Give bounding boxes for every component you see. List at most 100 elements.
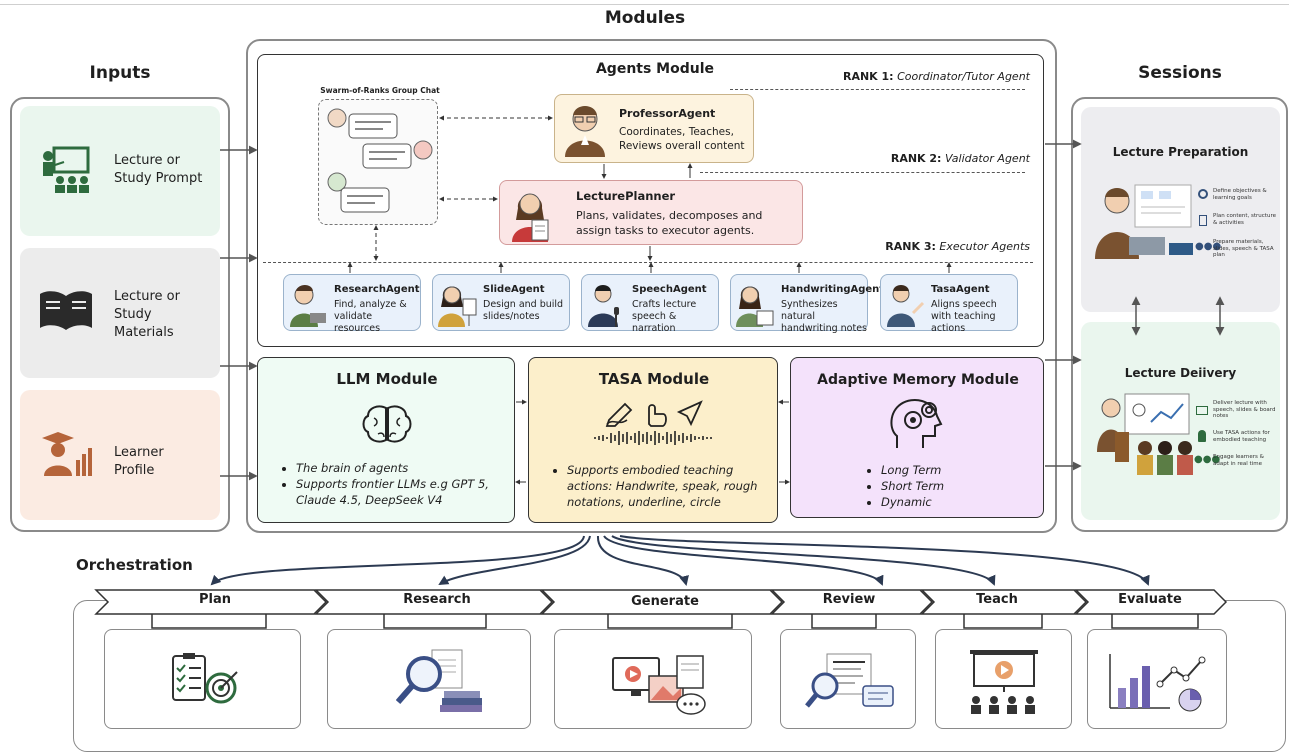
tasa-bullet-1: Supports embodied teaching actions: Hand…	[567, 462, 781, 510]
review-box	[780, 629, 916, 729]
screen-icon	[1196, 406, 1208, 415]
research-agent-card: ResearchAgent Find, analyze & validate r…	[283, 274, 421, 334]
speech-agent-card: SpeechAgent Crafts lecture speech & narr…	[581, 274, 719, 334]
input-prompt-card: Lecture or Study Prompt	[20, 106, 220, 236]
orchestration-steps-banner	[94, 589, 1228, 615]
presentation-audience-icon	[970, 650, 1038, 714]
step-connectors	[151, 614, 1199, 629]
slide-agent-card: SlideAgent Design and build slides/notes	[432, 274, 570, 331]
rank-2-line	[700, 172, 1025, 173]
magnifier-books-icon	[396, 649, 482, 712]
tasa-bullets: Supports embodied teaching actions: Hand…	[551, 462, 781, 510]
delivery-item-2: Use TASA actions for embodied teaching	[1213, 430, 1270, 443]
teach-step-arrow	[920, 589, 1088, 615]
curve-to-research	[438, 535, 591, 586]
agents-module-title: Agents Module	[595, 61, 715, 77]
slide-agent-name: SlideAgent	[483, 284, 545, 295]
lecture-delivery-card: Lecture Deiivery Deliver lecture with sp…	[1081, 322, 1280, 520]
memory-bullet-1: Long Term	[881, 462, 1031, 478]
lecture-planner-name: LecturePlanner	[576, 189, 676, 203]
inputs-container	[10, 97, 230, 532]
research-agent-name: ResearchAgent	[334, 284, 420, 295]
research-agent-avatar-icon	[290, 285, 326, 327]
rank-1-line	[730, 89, 1025, 90]
handwriting-agent-card: HandwritingAgent Synthesizes natural han…	[730, 274, 884, 334]
rank-2-label: RANK 2: Validator Agent	[890, 152, 1030, 165]
tasa-module: TASA Module Supports embodied teaching a…	[528, 357, 778, 523]
target-icon	[1198, 189, 1208, 199]
professor-agent-card: ProfessorAgent Coordinates, Teaches, Rev…	[554, 94, 754, 163]
professor-agent-name: ProfessorAgent	[619, 107, 716, 120]
generate-box	[554, 629, 752, 729]
delivery-item-3: Engage learners & adapt in real time	[1213, 454, 1264, 467]
step-review-label: Review	[822, 592, 876, 607]
step-plan-label: Plan	[198, 592, 231, 607]
memory-module: Adaptive Memory Module Long Term Short T…	[790, 357, 1044, 518]
modules-header: Modules	[604, 8, 686, 28]
lecture-preparation-card: Lecture Preparation Define objectives & …	[1081, 107, 1280, 312]
tasa-agent-name: TasaAgent	[931, 284, 990, 295]
analytics-icon	[1109, 654, 1206, 712]
lecture-delivery-title: Lecture Deiivery	[1124, 366, 1237, 380]
people-icon: ●●●	[1195, 241, 1222, 252]
checklist-target-icon	[172, 653, 238, 704]
input-materials-label: Lecture or Study Materials	[114, 289, 180, 340]
step-teach-label: Teach	[976, 592, 1018, 607]
generate-step-arrow	[540, 589, 784, 615]
step-evaluate-label: Evaluate	[1118, 592, 1182, 607]
book-icon	[40, 291, 92, 330]
orchestration-header: Orchestration	[76, 556, 193, 574]
lecture-planner-desc: Plans, validates, decomposes and assign …	[576, 209, 763, 237]
handwriting-agent-avatar-icon	[736, 286, 774, 327]
prep-item-3: Prepare materials, slides, speech & TASA…	[1213, 239, 1274, 258]
professor-avatar-icon	[565, 106, 605, 157]
presenter-icon	[43, 146, 90, 193]
llm-module-title: LLM Module	[336, 370, 438, 388]
teach-box	[935, 629, 1072, 729]
input-materials-card: Lecture or Study Materials	[20, 248, 220, 378]
top-rule	[0, 4, 1289, 5]
lecture-planner-card: LecturePlanner Plans, validates, decompo…	[499, 180, 803, 245]
lecture-delivery-illustration	[1097, 393, 1193, 475]
delivery-item-1: Deliver lecture with speech, slides & bo…	[1213, 400, 1276, 419]
media-generation-icon	[612, 655, 706, 715]
professor-agent-desc: Coordinates, Teaches, Reviews overall co…	[619, 126, 745, 152]
tasa-agent-card: TasaAgent Aligns speech with teaching ac…	[880, 274, 1018, 334]
memory-bullet-2: Short Term	[881, 478, 1031, 494]
tasa-module-title: TASA Module	[598, 370, 710, 388]
speech-waveform-icon	[594, 431, 712, 445]
person-pointer-icon	[1198, 430, 1206, 442]
input-prompt-label: Lecture or Study Prompt	[114, 153, 203, 186]
research-agent-desc: Find, analyze & validate resources	[334, 299, 407, 334]
evaluate-box	[1087, 629, 1227, 729]
brain-icon	[362, 405, 412, 443]
plan-step-arrow	[94, 589, 328, 615]
llm-bullet-2: Supports frontier LLMs e.g GPT 5, Claude…	[296, 476, 516, 508]
memory-bullet-3: Dynamic	[881, 494, 1031, 510]
step-generate-label: Generate	[631, 594, 699, 609]
plan-box	[104, 629, 301, 729]
handwrite-pointer-icon	[605, 400, 703, 427]
prep-item-1: Define objectives & learning goals	[1213, 188, 1267, 201]
modules-container	[246, 39, 1057, 533]
llm-bullets: The brain of agents Supports frontier LL…	[280, 460, 516, 508]
prep-item-2: Plan content, structure & activities	[1213, 213, 1276, 226]
graduate-chart-icon	[42, 432, 92, 476]
head-gears-icon	[890, 399, 943, 448]
step-research-label: Research	[403, 592, 471, 607]
slide-agent-avatar-icon	[438, 286, 477, 327]
memory-module-title: Adaptive Memory Module	[817, 372, 1019, 388]
memory-bullets: Long Term Short Term Dynamic	[865, 462, 1031, 510]
group-chat-title: Swarm-of-Ranks Group Chat	[320, 86, 440, 95]
curve-to-teach	[611, 535, 996, 586]
research-step-arrow	[314, 589, 554, 615]
review-step-arrow	[770, 589, 934, 615]
curve-to-generate	[596, 535, 689, 586]
llm-bullet-1: The brain of agents	[296, 460, 516, 476]
tasa-agent-avatar-icon	[887, 285, 925, 327]
sessions-container	[1071, 97, 1288, 532]
input-profile-label: Learner Profile	[114, 445, 164, 478]
input-profile-card: Learner Profile	[20, 390, 220, 520]
inputs-header: Inputs	[89, 63, 151, 83]
